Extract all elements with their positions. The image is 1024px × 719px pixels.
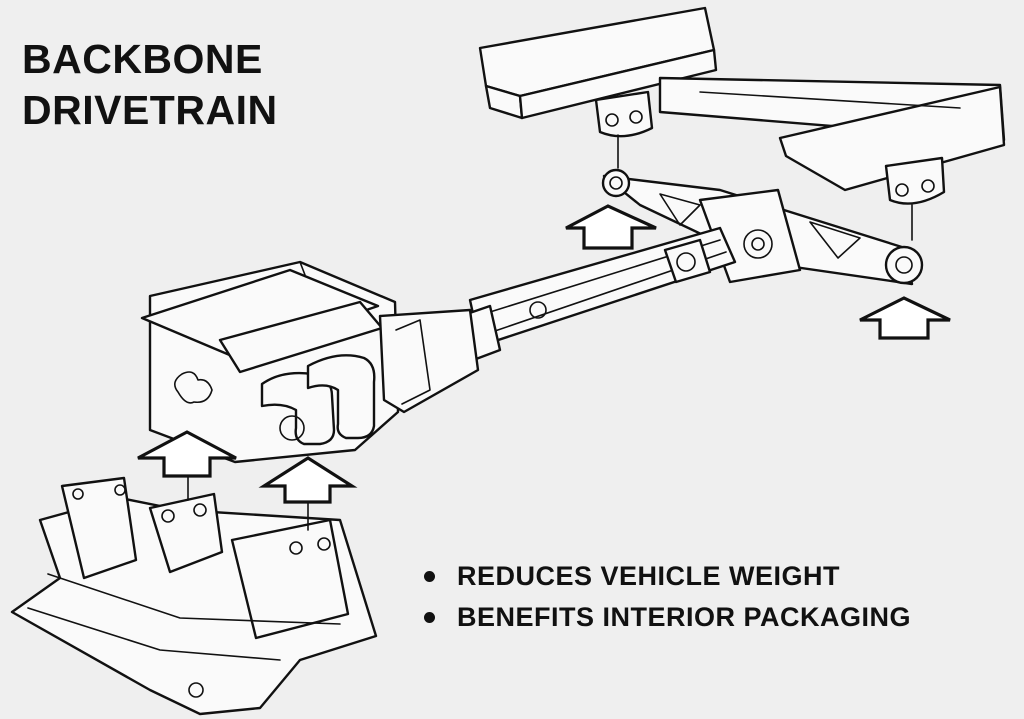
diagram-title: BACKBONE DRIVETRAIN xyxy=(22,34,278,136)
bullet-text: BENEFITS INTERIOR PACKAGING xyxy=(457,602,912,632)
feature-bullet-list: REDUCES VEHICLE WEIGHT BENEFITS INTERIOR… xyxy=(424,556,911,638)
up-arrow-icon xyxy=(137,430,237,478)
up-arrow-icon xyxy=(565,204,657,250)
bullet-item: BENEFITS INTERIOR PACKAGING xyxy=(424,597,911,638)
rear-frame-crossmember xyxy=(478,6,1006,241)
bullet-item: REDUCES VEHICLE WEIGHT xyxy=(424,556,911,597)
bullet-text: REDUCES VEHICLE WEIGHT xyxy=(457,561,841,591)
up-arrow-icon xyxy=(258,456,358,504)
title-line-1: BACKBONE xyxy=(22,36,263,82)
mount-arrows xyxy=(137,204,951,504)
title-line-2: DRIVETRAIN xyxy=(22,87,278,133)
front-cradle xyxy=(10,467,378,716)
bullet-dot xyxy=(424,571,435,582)
up-arrow-icon xyxy=(859,296,951,340)
engine-block xyxy=(140,260,480,464)
bullet-dot xyxy=(424,612,435,623)
